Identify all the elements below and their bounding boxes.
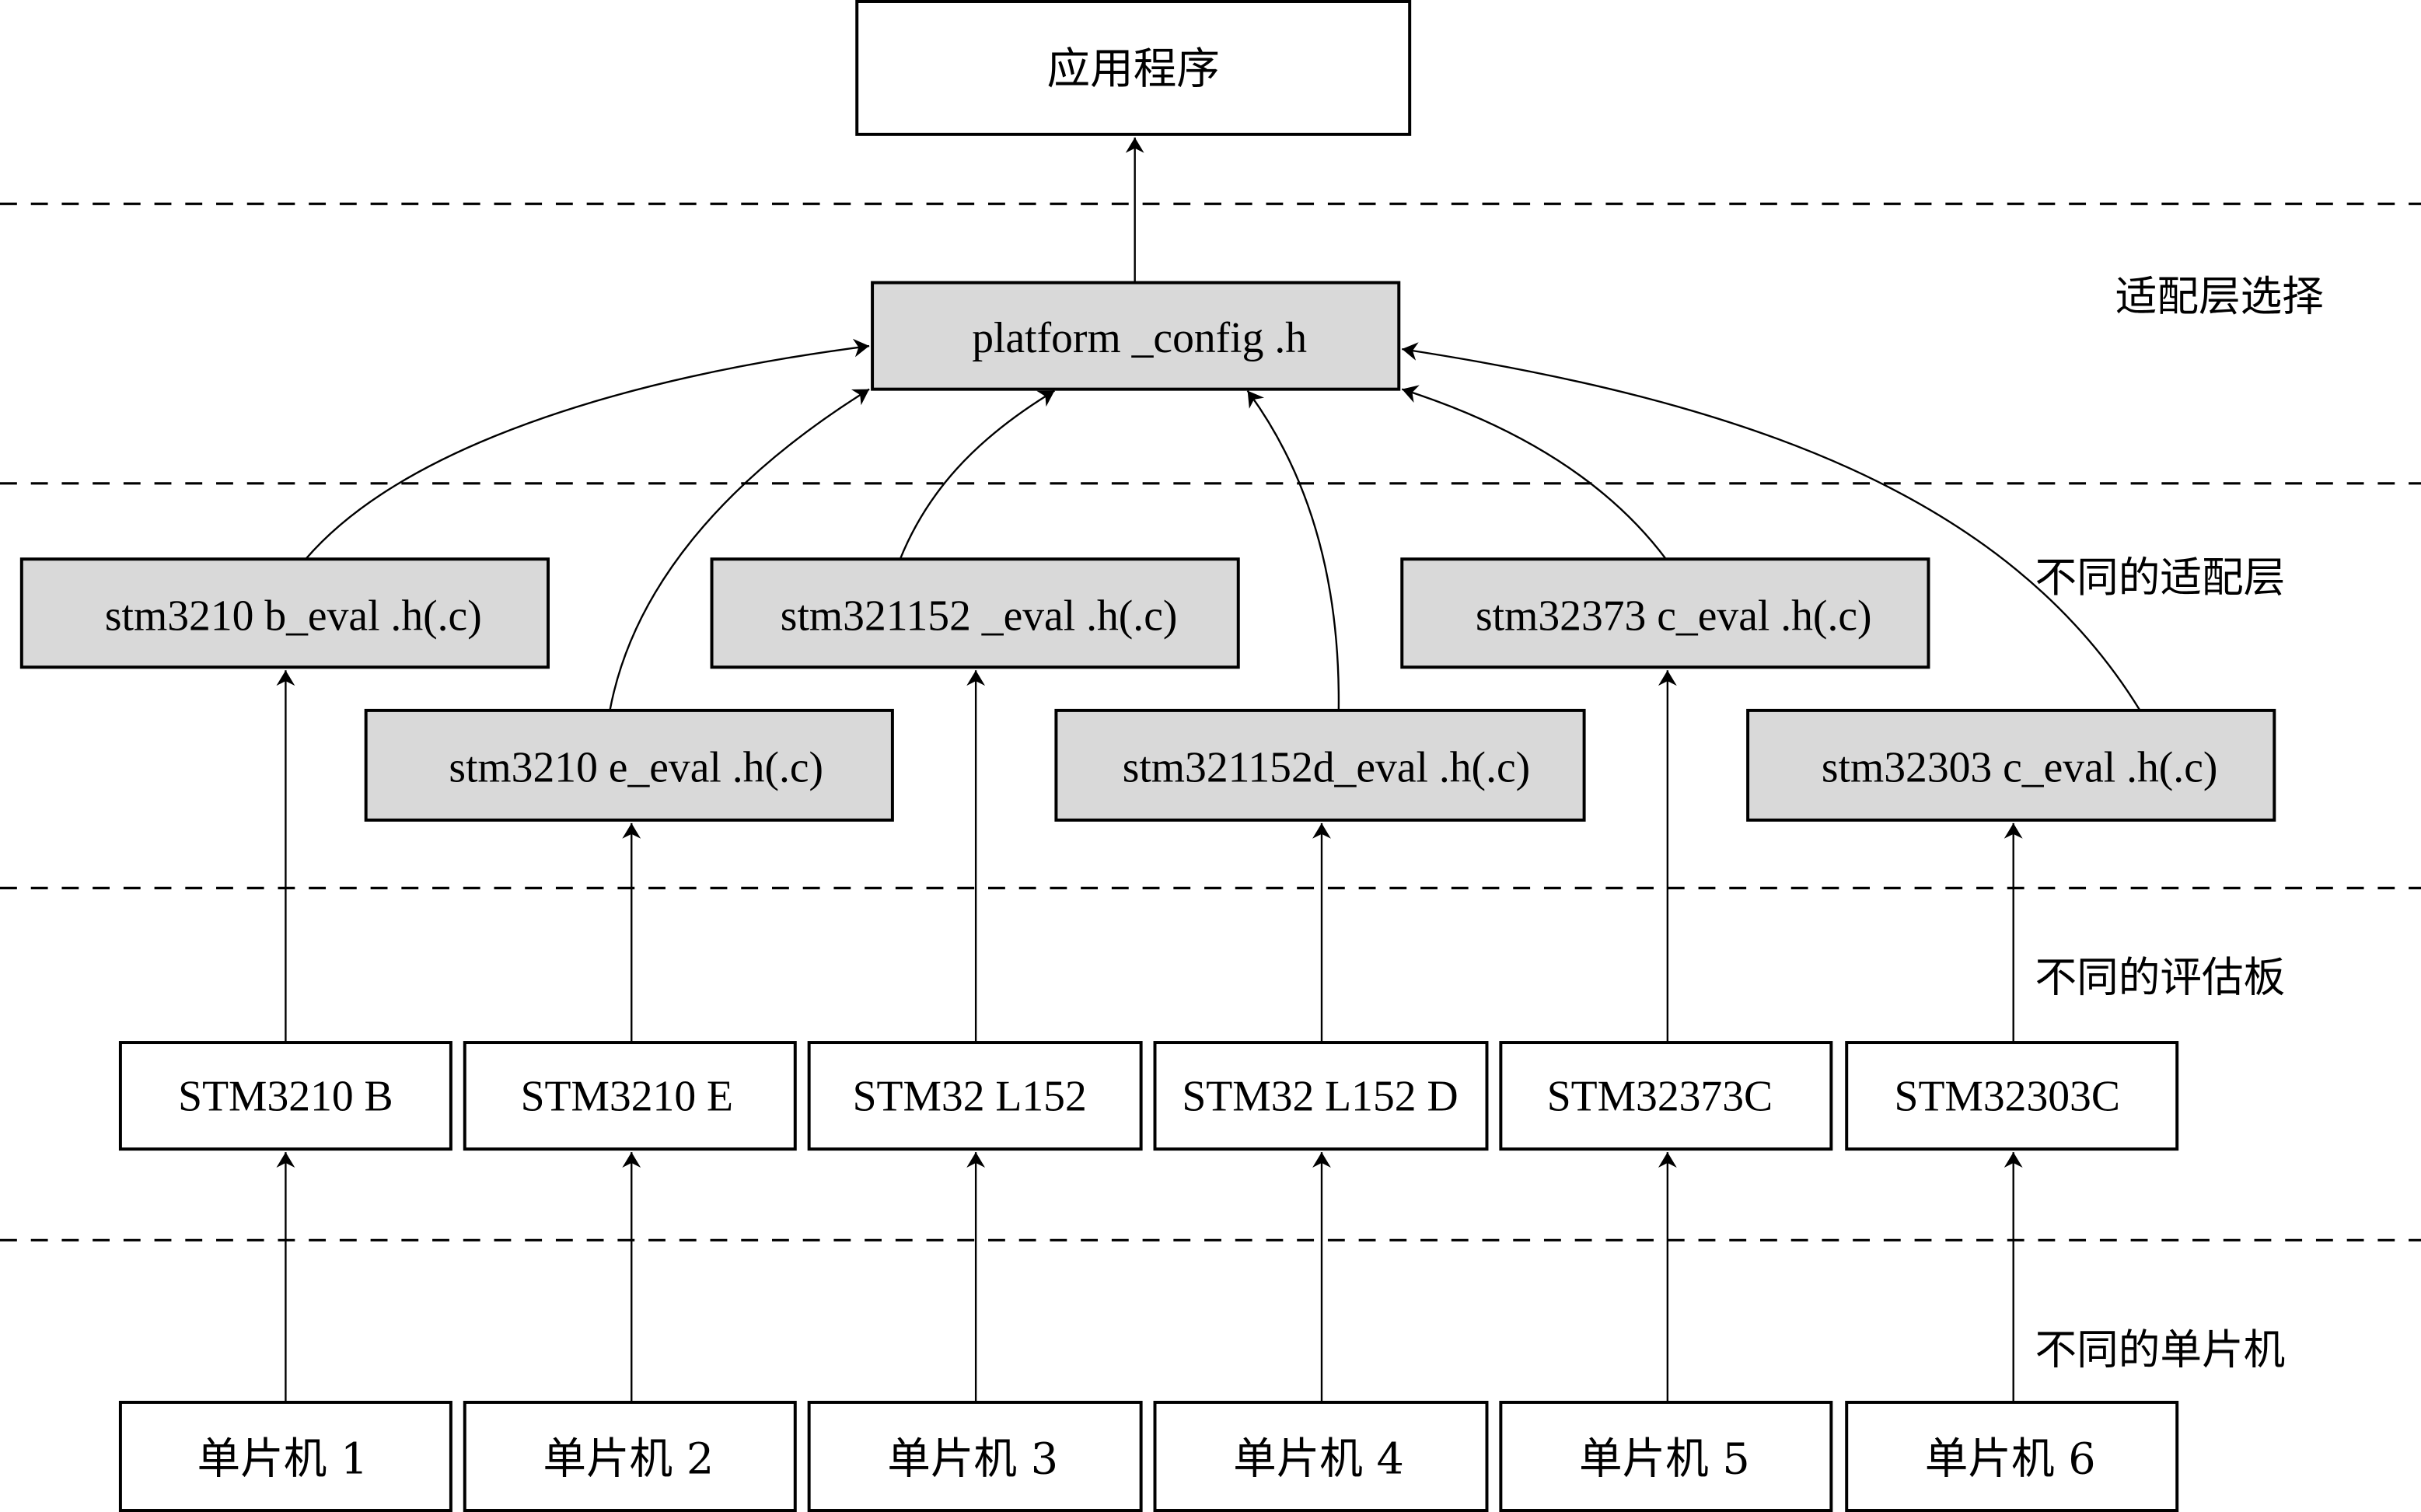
mcu-label: 单片机 5 [1579,1433,1750,1484]
adaptation-node-stm32303c: stm32303 c_eval .h(.c) [1746,708,2276,822]
selector-node: platform _config .h [871,281,1401,391]
layer-label-adaptation: 不同的适配层 [2035,553,2286,602]
mcu-node: 单片机 1 [118,1400,452,1512]
mcu-label: 单片机 6 [1925,1433,2096,1484]
adaptation-node-stm3210b: stm3210 b_eval .h(.c) [19,557,550,669]
adaptation-node-stm32373c: stm32373 c_eval .h(.c) [1400,557,1930,669]
application-node: 应用程序 [855,0,1412,136]
board-label: STM32 L152 D [1182,1072,1458,1120]
adaptation-node-stm32l152d: stm321152d_eval .h(.c) [1054,708,1586,822]
layer-label-mcus: 不同的单片机 [2035,1325,2286,1374]
board-label: STM32 L152 [853,1072,1087,1120]
adaptation-label: stm321152 _eval .h(.c) [781,592,1178,641]
adaptation-label: stm321152d_eval .h(.c) [1123,743,1530,791]
selector-label: platform _config .h [972,314,1307,362]
board-node: STM32303C [1845,1041,2179,1151]
board-label: STM32303C [1895,1072,2120,1120]
adaptation-label: stm32303 c_eval .h(.c) [1822,743,2218,791]
mcu-node: 单片机 5 [1499,1400,1833,1512]
mcu-label: 单片机 2 [543,1433,714,1484]
board-node: STM3210 B [118,1041,452,1151]
board-label: STM3210 B [178,1072,393,1120]
edge-stm32303c-to-selector [1402,342,2141,711]
edge-stm32373c-to-selector [1401,385,1667,560]
adaptation-label: stm32373 c_eval .h(.c) [1476,592,1872,641]
mcu-label: 单片机 3 [887,1433,1058,1484]
layer-label-boards: 不同的评估板 [2035,952,2286,1001]
adaptation-node-stm3210e: stm3210 e_eval .h(.c) [364,708,894,822]
adaptation-node-stm32l152: stm321152 _eval .h(.c) [710,557,1240,669]
mcu-label: 单片机 4 [1233,1433,1404,1484]
edge-stm32l152-to-selector [899,389,1056,560]
mcu-node: 单片机 3 [807,1400,1143,1512]
mcu-node: 单片机 6 [1845,1400,2179,1512]
board-label: STM32373C [1547,1072,1773,1120]
mcu-node: 单片机 4 [1153,1400,1489,1512]
board-node: STM3210 E [463,1041,797,1151]
edge-stm32l152d-to-selector [1246,389,1340,711]
adaptation-label: stm3210 e_eval .h(.c) [449,743,823,791]
board-node: STM32 L152 D [1153,1041,1489,1151]
mcu-node: 单片机 2 [463,1400,797,1512]
board-label: STM3210 E [521,1072,733,1120]
board-node: STM32 L152 [807,1041,1143,1151]
application-label: 应用程序 [1046,44,1219,94]
edge-stm3210e-to-selector [609,388,870,711]
adaptation-label: stm3210 b_eval .h(.c) [105,592,482,641]
board-node: STM32373C [1499,1041,1833,1151]
layer-label-selection: 适配层选择 [2115,271,2324,320]
mcu-label: 单片机 1 [197,1433,369,1484]
edge-stm3210b-to-selector [305,338,870,560]
